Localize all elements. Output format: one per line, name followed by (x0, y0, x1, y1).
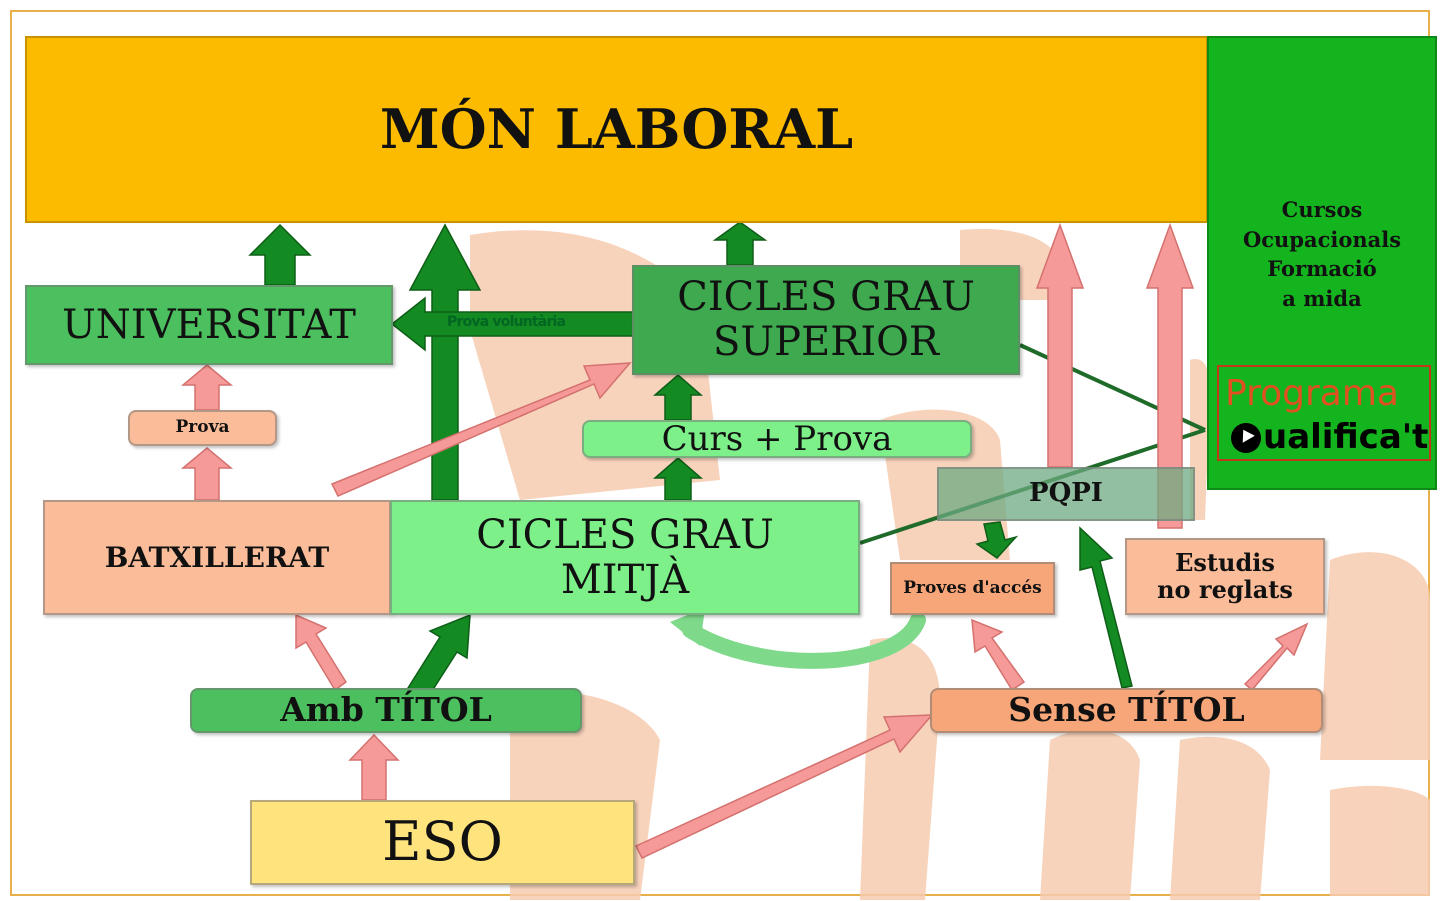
proves-acces-label: Proves d'accés (903, 577, 1042, 598)
arrow-curs-to-superior (652, 374, 704, 421)
arrow-superior-to-laboral (712, 221, 768, 266)
cicles-mitja-line1: CICLES GRAU (476, 511, 774, 558)
curs-prova-label: Curs + Prova (661, 418, 893, 459)
a-mida-label: a mida (1282, 285, 1362, 311)
arrow-batx-to-superior (330, 362, 632, 497)
cicles-superior-line1: CICLES GRAU (677, 274, 975, 321)
mon-laboral-box: MÓN LABORAL (25, 36, 1208, 223)
estudis-line1: Estudis (1175, 547, 1275, 577)
arrow-sense-to-pqpi (1079, 526, 1133, 689)
curs-prova-box: Curs + Prova (582, 420, 972, 458)
formacio-label: Formació (1267, 256, 1377, 282)
universitat-box: UNIVERSITAT (25, 285, 393, 365)
arrow-amb-titol-to-batx (295, 613, 348, 692)
eso-label: ESO (382, 810, 503, 874)
prova-voluntaria-label: Prova voluntària (447, 314, 566, 330)
green-arrows (248, 221, 1133, 704)
pqpi-label: PQPI (1029, 478, 1103, 509)
arrow-eso-to-amb-titol (348, 733, 400, 801)
arrow-sense-to-estudis (1243, 622, 1309, 692)
pink-arrows (180, 222, 1309, 859)
arrow-prova-to-universitat (180, 364, 234, 411)
cicles-grau-mitja-box: CICLES GRAU MITJÀ (390, 500, 860, 615)
universitat-label: UNIVERSITAT (62, 301, 356, 348)
batxillerat-box: BATXILLERAT (43, 500, 391, 615)
eso-box: ESO (250, 800, 635, 885)
arrow-batx-to-prova (180, 447, 234, 501)
sense-titol-box: Sense TÍTOL (930, 688, 1323, 733)
arrow-mitja-to-curs (652, 457, 704, 501)
cursor-arrow-icon (1237, 426, 1255, 443)
arrow-prova-voluntaria (390, 296, 636, 352)
qualificat-label: ualifica't (1263, 417, 1429, 457)
proves-acces-box: Proves d'accés (890, 562, 1055, 615)
programa-qualificat-box: Programa ualifica't (1217, 365, 1431, 461)
cicles-superior-line2: SUPERIOR (712, 319, 940, 365)
qualificat-logo-circle-icon (1231, 423, 1261, 453)
cicles-grau-superior-box: CICLES GRAU SUPERIOR (632, 265, 1020, 375)
arrow-pqpi-to-proves (975, 521, 1019, 559)
arrow-sense-to-proves (971, 618, 1026, 692)
prova-box: Prova (128, 410, 277, 446)
batxillerat-label: BATXILLERAT (104, 540, 330, 574)
cicles-mitja-line2: MITJÀ (560, 556, 690, 603)
ocupacionals-label: Ocupacionals (1242, 226, 1402, 252)
estudis-line2: no reglats (1157, 574, 1293, 604)
arrow-pqpi-to-laboral (1035, 222, 1085, 468)
cursos-label: Cursos (1281, 197, 1363, 222)
amb-titol-label: Amb TÍTOL (280, 690, 492, 730)
curved-arrow-proves-to-mitja (670, 608, 926, 669)
sense-titol-label: Sense TÍTOL (1008, 690, 1245, 730)
estudis-no-reglats-box: Estudis no reglats (1125, 538, 1325, 615)
amb-titol-box: Amb TÍTOL (190, 688, 582, 733)
pqpi-box: PQPI (937, 467, 1195, 521)
arrow-universitat-to-laboral (248, 223, 312, 286)
arrow-eso-to-sense-titol (634, 714, 934, 859)
prova-label: Prova (175, 417, 230, 438)
programa-label: Programa (1225, 373, 1399, 414)
mon-laboral-label: MÓN LABORAL (379, 97, 854, 162)
arrow-mitja-to-laboral (408, 223, 482, 501)
